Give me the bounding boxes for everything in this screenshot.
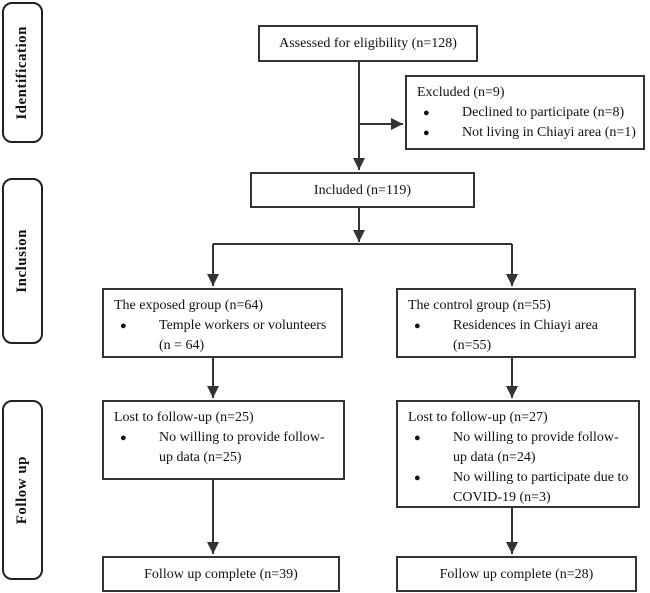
stage-label-text: Follow up	[14, 455, 30, 525]
bullet-item: ● No willing to provide follow-up data (…	[408, 428, 632, 468]
stage-label-inclusion: Inclusion	[2, 178, 43, 344]
bullet-text: No willing to provide follow-up data (n=…	[159, 430, 325, 465]
bullet-icon: ●	[423, 127, 430, 139]
node-excluded: Excluded (n=9) ● Declined to participate…	[405, 75, 645, 150]
node-text: Included (n=119)	[313, 182, 412, 198]
bullet-text: No willing to provide follow-up data (n=…	[453, 430, 619, 465]
node-title: Lost to follow-up (n=27)	[408, 410, 548, 425]
bullet-item: ● Temple workers or volunteers (n = 64)	[114, 316, 335, 356]
bullet-text: Temple workers or volunteers (n = 64)	[159, 318, 327, 353]
bullet-item: ● Residences in Chiayi area (n=55)	[408, 316, 628, 356]
node-control-group: The control group (n=55) ● Residences in…	[396, 288, 636, 358]
bullet-item: ● No willing to provide follow-up data (…	[114, 428, 337, 468]
node-exposed-group: The exposed group (n=64) ● Temple worker…	[102, 288, 343, 358]
node-title: The control group (n=55)	[408, 298, 551, 313]
bullet-icon: ●	[423, 107, 430, 119]
bullet-text: Declined to participate (n=8)	[462, 105, 625, 120]
bullet-item: ● No willing to participate due to COVID…	[408, 468, 632, 508]
node-follow-up-complete-exposed: Follow up complete (n=39)	[102, 556, 340, 592]
bullet-text: Not living in Chiayi area (n=1)	[462, 125, 636, 140]
node-assessed-for-eligibility: Assessed for eligibility (n=128)	[258, 25, 478, 62]
bullet-icon: ●	[414, 432, 421, 444]
bullet-text: Residences in Chiayi area (n=55)	[453, 318, 599, 353]
bullet-text: No willing to participate due to COVID-1…	[453, 470, 629, 505]
bullet-item: ● Not living in Chiayi area (n=1)	[417, 123, 637, 143]
stage-label-identification: Identification	[2, 2, 43, 143]
node-text: Follow up complete (n=28)	[439, 566, 594, 582]
node-lost-to-follow-up-exposed: Lost to follow-up (n=25) ● No willing to…	[102, 400, 345, 480]
node-included: Included (n=119)	[250, 172, 475, 208]
stage-label-text: Identification	[14, 25, 30, 120]
node-title: Excluded (n=9)	[417, 85, 505, 100]
bullet-icon: ●	[120, 432, 127, 444]
node-title: Lost to follow-up (n=25)	[114, 410, 254, 425]
node-lost-to-follow-up-control: Lost to follow-up (n=27) ● No willing to…	[396, 400, 640, 508]
bullet-icon: ●	[414, 472, 421, 484]
node-follow-up-complete-control: Follow up complete (n=28)	[396, 556, 637, 592]
bullet-icon: ●	[120, 320, 127, 332]
bullet-icon: ●	[414, 320, 421, 332]
node-text: Assessed for eligibility (n=128)	[279, 36, 457, 51]
stage-label-text: Inclusion	[14, 229, 30, 293]
node-text: Follow up complete (n=39)	[144, 566, 298, 582]
bullet-item: ● Declined to participate (n=8)	[417, 103, 637, 123]
stage-label-follow-up: Follow up	[2, 400, 43, 580]
node-title: The exposed group (n=64)	[114, 298, 264, 313]
